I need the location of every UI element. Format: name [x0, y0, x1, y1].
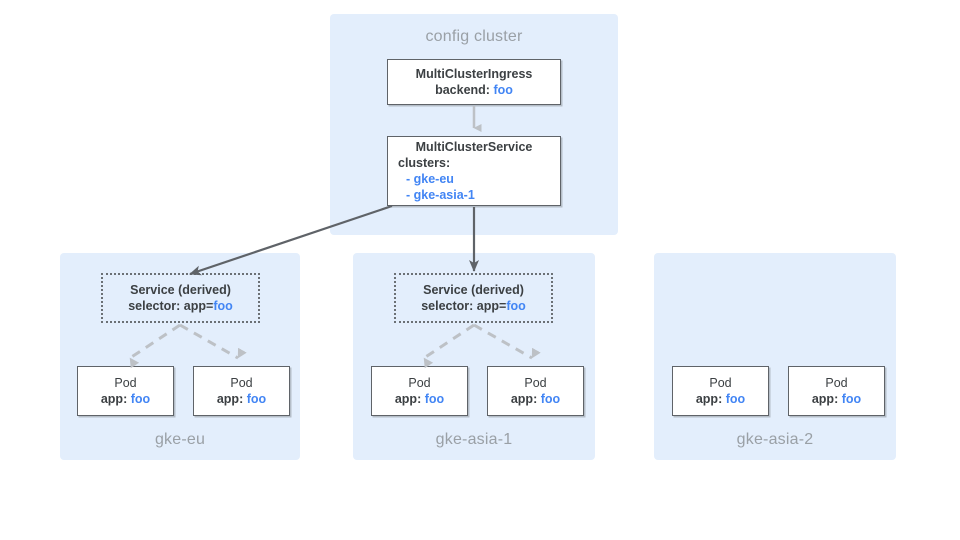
service-selector-gke-eu: selector: app=foo: [103, 298, 258, 314]
pod-title-gke-eu-1: Pod: [230, 376, 253, 390]
pod-app-value-gke-asia-1-0: foo: [424, 392, 445, 406]
pod-app-label-gke-eu-0: app:: [100, 392, 128, 406]
mci-title: MultiClusterIngress: [415, 67, 533, 81]
node-multiclusterservice[interactable]: MultiClusterService clusters: - gke-eu -…: [387, 136, 561, 206]
node-multiclusteringress[interactable]: MultiClusterIngress backend: foo: [387, 59, 561, 105]
service-selector-value-gke-eu: foo: [213, 299, 233, 313]
mci-backend-field: backend: foo: [388, 82, 560, 98]
panel-gke-asia-1-title: gke-asia-1: [435, 431, 513, 448]
panel-gke-asia-2-title: gke-asia-2: [736, 431, 814, 448]
pod-app-gke-asia-1-1: app: foo: [488, 391, 583, 407]
pod-app-label-gke-eu-1: app:: [216, 392, 244, 406]
service-selector-gke-asia-1: selector: app=foo: [396, 298, 551, 314]
mcs-cluster-item-0: - gke-eu: [406, 172, 454, 186]
service-selector-label-gke-asia-1: selector: app=: [421, 299, 507, 313]
pod-app-label-gke-asia-1-0: app:: [394, 392, 422, 406]
mcs-cluster-item-1: - gke-asia-1: [406, 188, 475, 202]
node-service-derived-gke-asia-1[interactable]: Service (derived) selector: app=foo: [394, 273, 553, 323]
pod-app-gke-asia-2-0: app: foo: [673, 391, 768, 407]
pod-app-value-gke-asia-1-1: foo: [540, 392, 561, 406]
pod-app-value-gke-asia-2-1: foo: [841, 392, 862, 406]
pod-app-label-gke-asia-2-0: app:: [695, 392, 723, 406]
pod-title-gke-asia-1-0: Pod: [408, 376, 431, 390]
service-selector-label-gke-eu: selector: app=: [128, 299, 214, 313]
mcs-clusters-label: clusters:: [398, 156, 451, 170]
service-title-gke-eu: Service (derived): [130, 283, 231, 297]
pod-title-gke-asia-1-1: Pod: [524, 376, 547, 390]
node-service-derived-gke-eu[interactable]: Service (derived) selector: app=foo: [101, 273, 260, 323]
node-pod-gke-eu-1[interactable]: Pod app: foo: [193, 366, 290, 416]
node-pod-gke-asia-2-1[interactable]: Pod app: foo: [788, 366, 885, 416]
service-selector-value-gke-asia-1: foo: [506, 299, 526, 313]
pod-title-gke-asia-2-1: Pod: [825, 376, 848, 390]
pod-title-gke-asia-2-0: Pod: [709, 376, 732, 390]
pod-app-gke-asia-2-1: app: foo: [789, 391, 884, 407]
mci-backend-label: backend:: [435, 83, 490, 97]
pod-app-value-gke-asia-2-0: foo: [725, 392, 746, 406]
panel-config-cluster-title: config cluster: [425, 28, 523, 45]
pod-title-gke-eu-0: Pod: [114, 376, 137, 390]
service-title-gke-asia-1: Service (derived): [423, 283, 524, 297]
node-pod-gke-eu-0[interactable]: Pod app: foo: [77, 366, 174, 416]
panel-gke-eu-title: gke-eu: [154, 431, 206, 448]
node-pod-gke-asia-1-1[interactable]: Pod app: foo: [487, 366, 584, 416]
node-pod-gke-asia-1-0[interactable]: Pod app: foo: [371, 366, 468, 416]
mcs-title: MultiClusterService: [415, 140, 533, 154]
pod-app-gke-eu-1: app: foo: [194, 391, 289, 407]
node-pod-gke-asia-2-0[interactable]: Pod app: foo: [672, 366, 769, 416]
panel-gke-asia-2: [654, 253, 896, 460]
pod-app-value-gke-eu-1: foo: [246, 392, 267, 406]
pod-app-value-gke-eu-0: foo: [130, 392, 151, 406]
pod-app-label-gke-asia-2-1: app:: [811, 392, 839, 406]
mci-backend-value: foo: [493, 83, 513, 97]
pod-app-label-gke-asia-1-1: app:: [510, 392, 538, 406]
pod-app-gke-eu-0: app: foo: [78, 391, 173, 407]
pod-app-gke-asia-1-0: app: foo: [372, 391, 467, 407]
